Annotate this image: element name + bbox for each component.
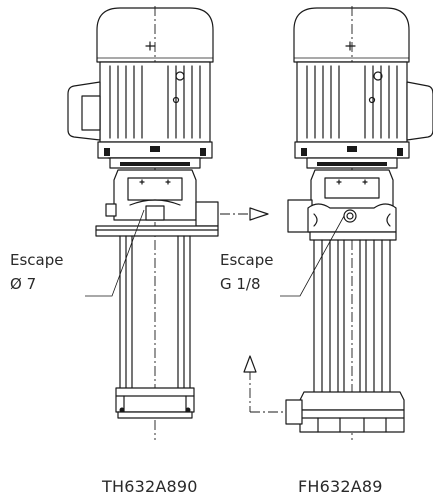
inlet-arrow	[243, 355, 257, 373]
left-mounting-plate	[95, 225, 219, 237]
right-terminal-box	[406, 81, 433, 141]
right-escape-label-1: Escape	[220, 251, 273, 269]
left-pump-th	[67, 6, 219, 440]
right-columns	[309, 231, 397, 393]
left-escape-label-1: Escape	[10, 251, 63, 269]
right-pump-fh	[243, 6, 433, 440]
right-pump-base	[299, 391, 405, 411]
right-motor-body	[296, 61, 408, 143]
left-bottom-cage	[115, 387, 195, 413]
right-lantern	[310, 169, 394, 211]
left-motor-hood	[96, 7, 214, 63]
right-escape-label-2: G 1/8	[220, 275, 261, 293]
right-motor-hood	[293, 7, 410, 63]
right-model-caption: FH632A89	[298, 477, 383, 496]
flow-arrow	[220, 207, 269, 221]
left-motor-body	[99, 61, 211, 143]
left-escape-leader	[85, 209, 145, 297]
right-escape-port	[343, 209, 357, 223]
left-model-caption: TH632A890	[101, 477, 198, 496]
right-inlet-stub	[285, 399, 303, 425]
left-cage	[119, 235, 191, 401]
left-escape-label-2: Ø 7	[10, 275, 36, 293]
right-escape-leader	[280, 215, 345, 297]
left-outlet-stub	[195, 201, 219, 227]
